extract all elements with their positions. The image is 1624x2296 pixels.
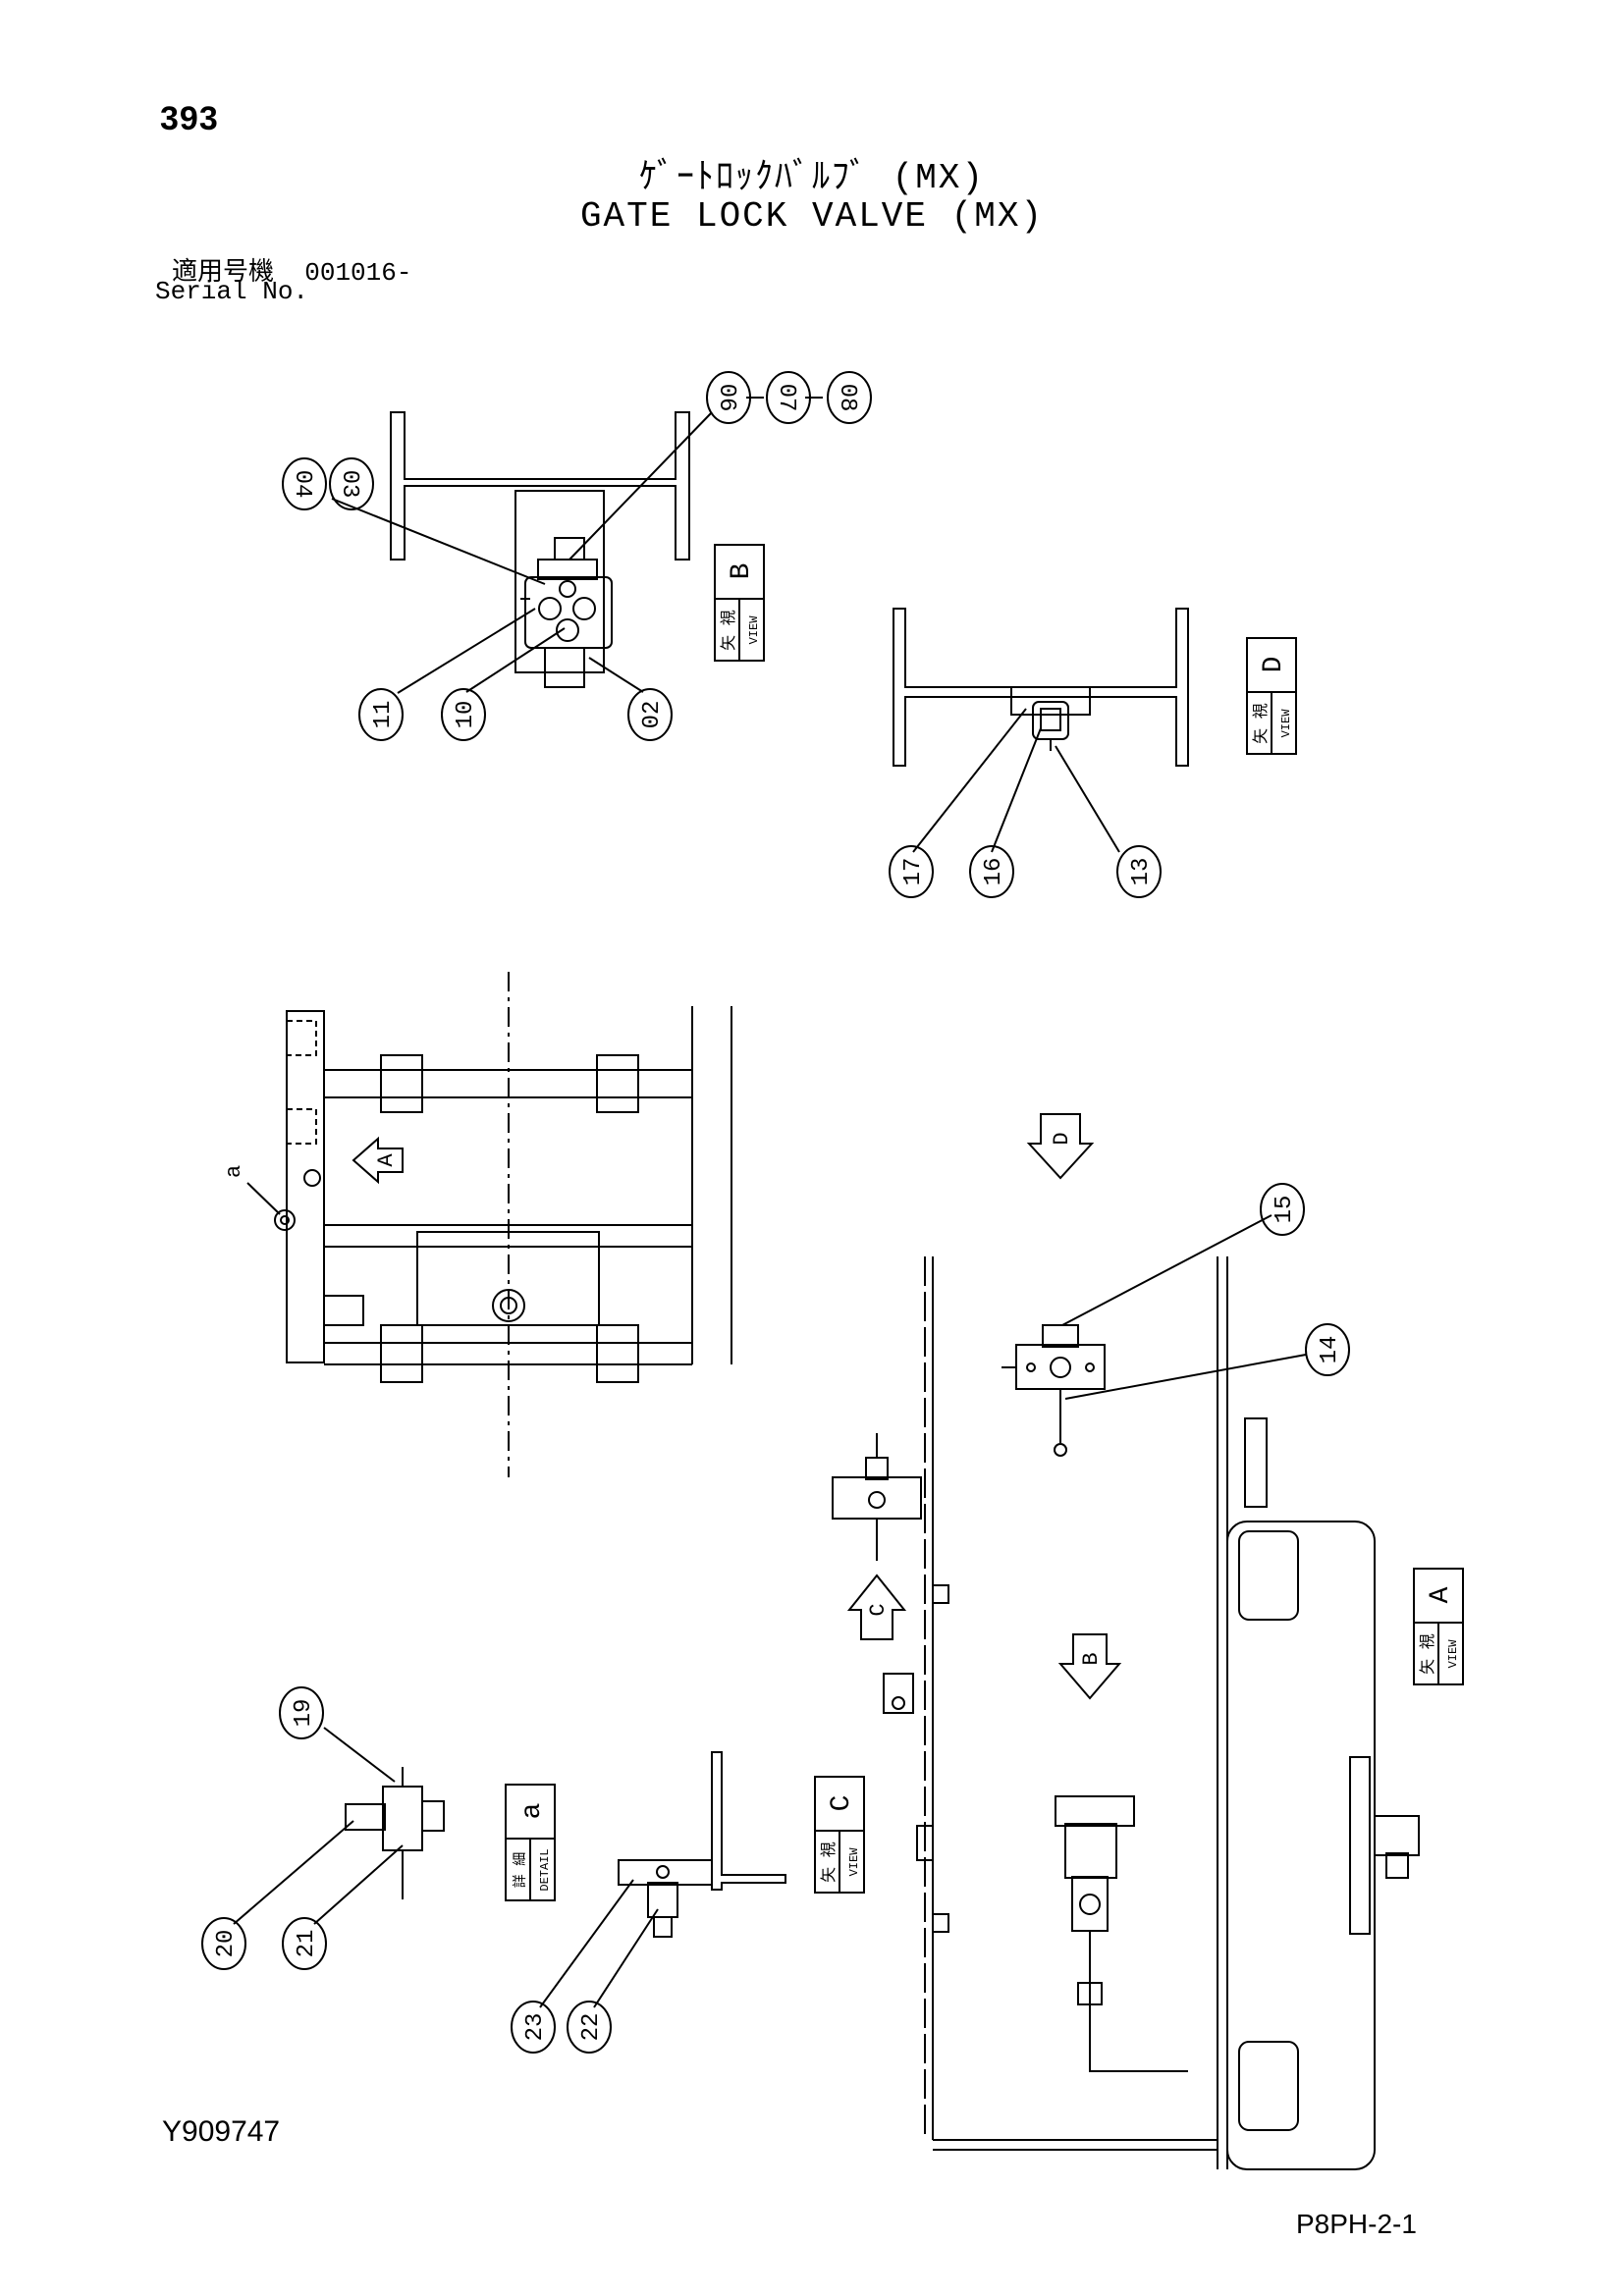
- svg-text:詳 細: 詳 細: [513, 1852, 529, 1888]
- detail-a-assembly: [345, 1767, 445, 1899]
- callout-17-label: 17: [900, 858, 927, 886]
- view-label-d: D 矢 視 VIEW: [1246, 637, 1297, 755]
- svg-text:矢 視: 矢 視: [720, 610, 738, 651]
- side-view-a: [883, 1256, 1420, 2170]
- callout-15-label: 15: [1272, 1196, 1298, 1224]
- drawing-number: Y909747: [162, 2115, 281, 2148]
- svg-text:矢 視: 矢 視: [820, 1842, 839, 1883]
- side-view-callouts: [1061, 1214, 1307, 1400]
- view-label-detail-a: a 詳 細 DETAIL: [505, 1784, 556, 1901]
- svg-text:D: D: [1259, 657, 1289, 673]
- svg-text:VIEW: VIEW: [1279, 709, 1293, 738]
- detail-a-marker: a: [222, 1165, 246, 1178]
- arrow-a-letter: A: [374, 1153, 399, 1167]
- arrow-letters: D B C A: [374, 1132, 1104, 1665]
- page-number: 393: [160, 100, 219, 137]
- svg-text:C: C: [827, 1795, 857, 1812]
- callout-06-label: 06: [713, 384, 739, 412]
- view-label-a: A 矢 視 VIEW: [1413, 1568, 1464, 1685]
- serial-label-jp: 適用号機: [172, 258, 275, 288]
- arrow-b-letter: B: [1079, 1652, 1104, 1665]
- svg-text:DETAIL: DETAIL: [538, 1848, 552, 1891]
- callout-17: [889, 845, 934, 898]
- callout-21: [282, 1917, 327, 1970]
- serial-range: 適用号機 001016-: [172, 251, 411, 288]
- title-japanese: ｹﾞｰﾄﾛｯｸﾊﾞﾙﾌﾞ (MX): [638, 158, 986, 198]
- callout-20-label: 20: [213, 1930, 240, 1958]
- callout-22-label: 22: [578, 2013, 605, 2042]
- frame-plan-view: [274, 972, 732, 1477]
- sheet-code: P8PH-2-1: [1296, 2209, 1417, 2239]
- arrow-d: [1026, 1113, 1095, 1180]
- callout-02-label: 02: [639, 701, 666, 729]
- view-label-b: B 矢 視 VIEW: [714, 544, 765, 662]
- arrow-c-letter: C: [866, 1603, 891, 1616]
- callout-21-label: 21: [294, 1930, 320, 1958]
- svg-text:VIEW: VIEW: [1446, 1639, 1460, 1669]
- callout-11: [358, 688, 404, 741]
- callout-22: [567, 2001, 612, 2054]
- svg-text:矢 視: 矢 視: [1252, 703, 1271, 744]
- callout-03-label: 03: [336, 470, 362, 499]
- callout-16-label: 16: [981, 858, 1007, 886]
- callout-03: [329, 457, 374, 510]
- serial-value: 001016-: [304, 258, 412, 288]
- serial-label-en: Serial No.: [155, 277, 309, 306]
- callout-13-label: 13: [1128, 858, 1155, 886]
- svg-text:VIEW: VIEW: [747, 615, 761, 645]
- view-c-assembly: [618, 1751, 786, 1938]
- callout-14: [1305, 1323, 1350, 1376]
- view-b-assembly: [390, 411, 690, 688]
- detail-a-callouts: [233, 1727, 404, 1925]
- svg-text:VIEW: VIEW: [847, 1847, 861, 1877]
- view-b-callouts: [331, 397, 823, 694]
- callout-19: [279, 1686, 324, 1739]
- callout-06: [706, 371, 751, 424]
- arrow-b: [1057, 1633, 1122, 1700]
- callout-02: [627, 688, 673, 741]
- callout-13: [1116, 845, 1162, 898]
- view-c-callouts: [539, 1879, 659, 2008]
- callout-04: [282, 457, 327, 510]
- callout-14-label: 14: [1317, 1336, 1343, 1364]
- title-english: GATE LOCK VALVE (MX): [579, 196, 1045, 237]
- callout-10-label: 10: [453, 701, 479, 729]
- callout-23: [511, 2001, 556, 2054]
- view-d-callouts: [912, 708, 1120, 853]
- callout-11-label: 11: [370, 701, 397, 729]
- callout-19-label: 19: [291, 1699, 317, 1728]
- callout-23-label: 23: [522, 2013, 549, 2042]
- callout-16: [969, 845, 1014, 898]
- arrow-c: [846, 1574, 907, 1640]
- svg-text:a: a: [517, 1803, 548, 1820]
- svg-text:矢 視: 矢 視: [1419, 1633, 1437, 1675]
- callout-circles: [201, 371, 1350, 2054]
- callout-08-label: 08: [834, 384, 860, 412]
- callout-15: [1260, 1183, 1305, 1236]
- view-label-c: C 矢 視 VIEW: [814, 1776, 865, 1894]
- callout-20: [201, 1917, 246, 1970]
- valve-view-c: [832, 1433, 922, 1561]
- svg-text:B: B: [727, 563, 757, 580]
- callout-07: [766, 371, 811, 424]
- svg-text:A: A: [1426, 1586, 1456, 1603]
- callout-10: [441, 688, 486, 741]
- callout-04-label: 04: [289, 470, 315, 499]
- callout-08: [827, 371, 872, 424]
- callout-numbers: 04 03 06 07 08 11 10 02 17 16 13 15 14 1…: [213, 384, 1343, 2042]
- callout-07-label: 07: [773, 384, 799, 412]
- view-d-assembly: [893, 608, 1189, 767]
- arrow-d-letter: D: [1050, 1132, 1074, 1145]
